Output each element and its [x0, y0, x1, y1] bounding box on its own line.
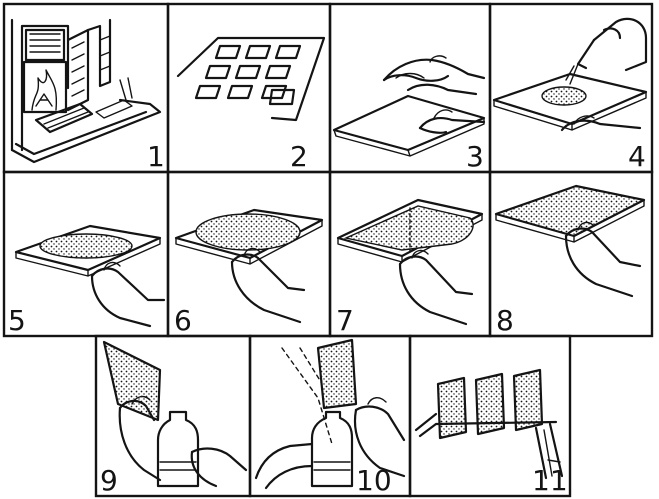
panel-6: 6: [168, 172, 330, 337]
panel-4: 4: [490, 4, 652, 173]
emulsion-spread-6: [196, 214, 300, 250]
panel-11: 11: [410, 336, 570, 497]
wiping-illustration: [334, 56, 484, 156]
panel-10: 10: [250, 336, 410, 497]
emulsion-spread-5: [40, 234, 132, 258]
panel-2: 2: [168, 4, 330, 173]
panel-3-number: 3: [466, 140, 484, 173]
spreading-illustration-7: [338, 200, 482, 324]
panel-9-number: 9: [100, 464, 118, 497]
spreading-illustration-6: [176, 210, 322, 322]
slide-tray-illustration: [178, 38, 324, 120]
slide-9: [104, 342, 160, 420]
panel-8-number: 8: [496, 304, 514, 337]
panel-1: 1: [4, 4, 168, 173]
drying-slide-3: [514, 370, 542, 430]
slide-10: [318, 340, 356, 408]
spreading-illustration-5: [16, 226, 164, 326]
panel-3: 3: [330, 4, 490, 173]
panel-7-frame: [330, 172, 490, 336]
panel-5-number: 5: [8, 304, 26, 337]
pouring-illustration: [494, 19, 646, 130]
fireplace-illustration: [12, 20, 160, 162]
drying-slide-1: [438, 378, 466, 438]
panel-4-number: 4: [628, 140, 646, 173]
drying-slide-2: [476, 374, 504, 434]
panel-5: 5: [4, 172, 168, 337]
panel-9: 9: [96, 336, 250, 497]
coated-slide-illustration: [496, 186, 644, 296]
drying-rack-illustration: [416, 370, 562, 478]
panel-11-number: 11: [532, 464, 568, 497]
coated-slide-8: [496, 186, 644, 236]
panel-7-number: 7: [336, 304, 354, 337]
panel-7: 7: [330, 172, 490, 337]
panel-8: 8: [490, 172, 652, 337]
panel-2-number: 2: [290, 140, 308, 173]
emulsion-puddle: [542, 87, 586, 105]
panel-6-number: 6: [174, 304, 192, 337]
panel-10-number: 10: [356, 464, 392, 497]
draining-illustration: [104, 342, 246, 486]
panel-1-number: 1: [147, 140, 165, 173]
